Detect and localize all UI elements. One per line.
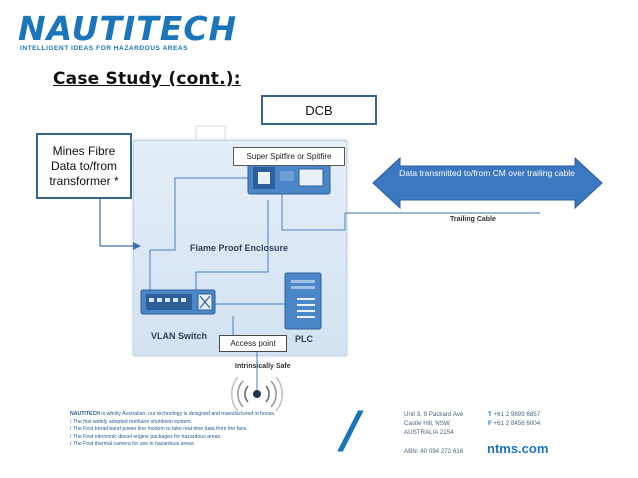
slide-heading: Case Study (cont.):: [53, 69, 241, 89]
super-spitfire-label: Super Spitfire or Spitfire: [233, 147, 345, 166]
wire-spitfire-to-cable: [281, 194, 346, 231]
footer-intro: NAUTITECH is wholly Australian, our tech…: [70, 411, 276, 417]
flame-proof-enclosure-label: Flame Proof Enclosure: [190, 243, 289, 253]
wireless-antenna-icon: [230, 376, 284, 412]
super-spitfire-device: [247, 161, 331, 195]
plc-device: [284, 272, 322, 330]
footer-abn: ABN: 40 094 272 616: [404, 448, 464, 455]
mines-fibre-box: Mines Fibre Data to/from transformer *: [36, 133, 132, 199]
plc-label: PLC: [295, 334, 313, 344]
footer-about: NAUTITECH is wholly Australian, our tech…: [70, 411, 276, 449]
logo-tagline: INTELLIGENT IDEAS FOR HAZARDOUS AREAS: [20, 45, 189, 52]
trailing-cable-label: Trailing Cable: [450, 216, 496, 223]
intrinsically-safe-label: Intrinsically Safe: [235, 363, 291, 370]
footer-address: Unit 3, 9 Packard Ave Castle Hill, NSW A…: [404, 411, 464, 436]
vlan-switch-device: [140, 289, 216, 315]
wire-switch-spitfire-2: [195, 200, 269, 292]
arrow-text: Data transmitted to/from CM over trailin…: [399, 168, 575, 178]
footer-phones: T +61 2 9899 6857 F +61 2 8456 6004: [488, 411, 541, 427]
vlan-switch-label: VLAN Switch: [151, 331, 208, 341]
nautitech-logo: NAUTITECH: [18, 9, 238, 48]
brand-slash: /: [342, 401, 361, 459]
dcb-box: DCB: [261, 95, 377, 125]
data-transmission-double-arrow: [372, 156, 603, 210]
access-point-label: Access point: [219, 335, 287, 352]
wire-switch-to-spitfire: [149, 177, 254, 292]
footer-bullet: / The first widely adopted methane shutd…: [70, 418, 193, 425]
footer-website-link[interactable]: ntms.com: [487, 441, 549, 456]
footer-bullet: / The First thermal camera for use in ha…: [70, 441, 196, 448]
footer-bullet: / The First electronic diesel engine pac…: [70, 433, 222, 440]
footer-bullet: / The First broad band power line modem …: [70, 426, 248, 433]
